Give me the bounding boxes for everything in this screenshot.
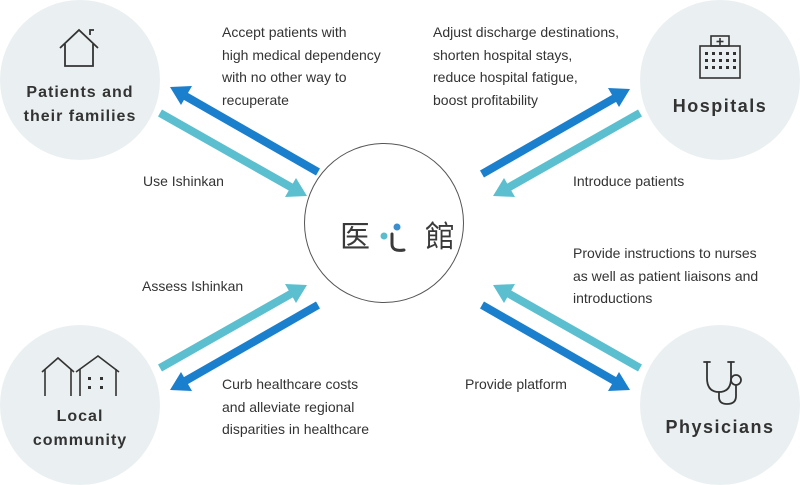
note-line: shorten hospital stays, (433, 46, 573, 63)
note-line: high medical dependency (222, 46, 381, 63)
arrow-from-physicians (493, 284, 642, 372)
physicians-label: Physicians (665, 417, 775, 437)
note-physicians-out: Provide platform (465, 376, 567, 392)
stethoscope-icon (703, 361, 742, 405)
arrow-to-patients (170, 86, 320, 176)
community-node (0, 325, 160, 485)
community-label-line1: Local (56, 408, 104, 425)
arrow-from-community (158, 284, 307, 372)
patients-label: Patients and their families (0, 81, 160, 129)
note-line: and alleviate regional (222, 398, 355, 415)
note-community-out: Curb healthcare costs and alleviate regi… (222, 373, 369, 441)
note-line: introductions (573, 290, 653, 306)
patients-label-line2: their families (23, 108, 137, 125)
arrow-to-community (170, 301, 320, 391)
note-line: as well as patient liaisons and (573, 267, 759, 284)
hospitals-label: Hospitals (672, 96, 768, 116)
hospital-building-icon (699, 35, 741, 79)
note-physicians-in: Provide instructions to nurses as well a… (573, 242, 758, 310)
note-line: disparities in healthcare (222, 421, 370, 437)
arrow-from-patients (158, 109, 307, 197)
hospitals-node (640, 0, 800, 160)
arrow-to-physicians (480, 301, 630, 391)
houses-icon (41, 355, 120, 396)
note-hospitals-in: Introduce patients (573, 173, 685, 189)
logo-stroke (390, 232, 406, 252)
note-patients-out: Accept patients with high medical depend… (222, 21, 381, 111)
arrow-from-hospitals (493, 109, 642, 197)
note-line: boost profitability (433, 91, 539, 108)
note-line: Provide instructions to nurses (573, 245, 757, 261)
note-line: Accept patients with (222, 24, 347, 40)
patients-node (0, 0, 160, 160)
note-line: reduce hospital fatigue, (433, 69, 578, 85)
logo-dot-teal (380, 232, 388, 240)
ishinkan-center-circle (304, 143, 464, 303)
logo-char-left: 医 (340, 220, 370, 255)
arrow-to-hospitals (480, 88, 630, 178)
note-line: recuperate (222, 91, 289, 108)
community-label: Local community (0, 405, 160, 453)
physicians-node (640, 325, 800, 485)
note-hospitals-out: Adjust discharge destinations, shorten h… (433, 21, 619, 111)
logo-dot-blue (393, 223, 401, 231)
note-line: with no other way to (222, 69, 347, 85)
note-line: Curb healthcare costs (222, 376, 359, 392)
house-icon (59, 28, 99, 67)
note-patients-in: Use Ishinkan (143, 173, 224, 189)
note-community-in: Assess Ishinkan (142, 278, 244, 294)
patients-label-line1: Patients and (26, 84, 134, 101)
logo-char-right: 館 (425, 220, 455, 255)
note-line: Adjust discharge destinations, (433, 24, 619, 40)
community-label-line2: community (32, 432, 128, 449)
